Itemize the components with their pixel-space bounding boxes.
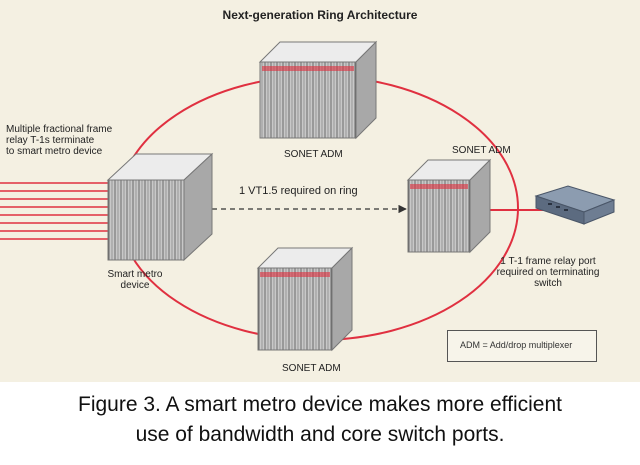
adm-right-label: SONET ADM — [452, 145, 511, 156]
adm-right-box — [406, 158, 492, 254]
legend-box: ADM = Add/drop multiplexer — [447, 330, 597, 362]
smart-device-label: Smart metro device — [107, 269, 163, 291]
adm-top-box — [258, 40, 378, 140]
ring-diagram — [0, 40, 616, 352]
vt-ring-label: 1 VT1.5 required on ring — [239, 185, 358, 197]
left-note: Multiple fractional frame relay T-1s ter… — [6, 124, 113, 157]
smart-metro-box — [106, 152, 214, 262]
adm-bottom-label: SONET ADM — [282, 363, 341, 374]
figure-caption: Figure 3. A smart metro device makes mor… — [78, 393, 562, 446]
t1-lines — [0, 182, 120, 240]
adm-top-label: SONET ADM — [284, 149, 343, 160]
diagram-title: Next-generation Ring Architecture — [222, 8, 418, 22]
adm-bottom-box — [256, 246, 354, 352]
frame-port-label: 1 T-1 frame relay port required on termi… — [496, 256, 600, 289]
legend-text: ADM = Add/drop multiplexer — [460, 340, 573, 350]
diagram-panel: Next-generation Ring Architecture Multip… — [0, 0, 640, 382]
frame-relay-switch — [534, 185, 616, 225]
